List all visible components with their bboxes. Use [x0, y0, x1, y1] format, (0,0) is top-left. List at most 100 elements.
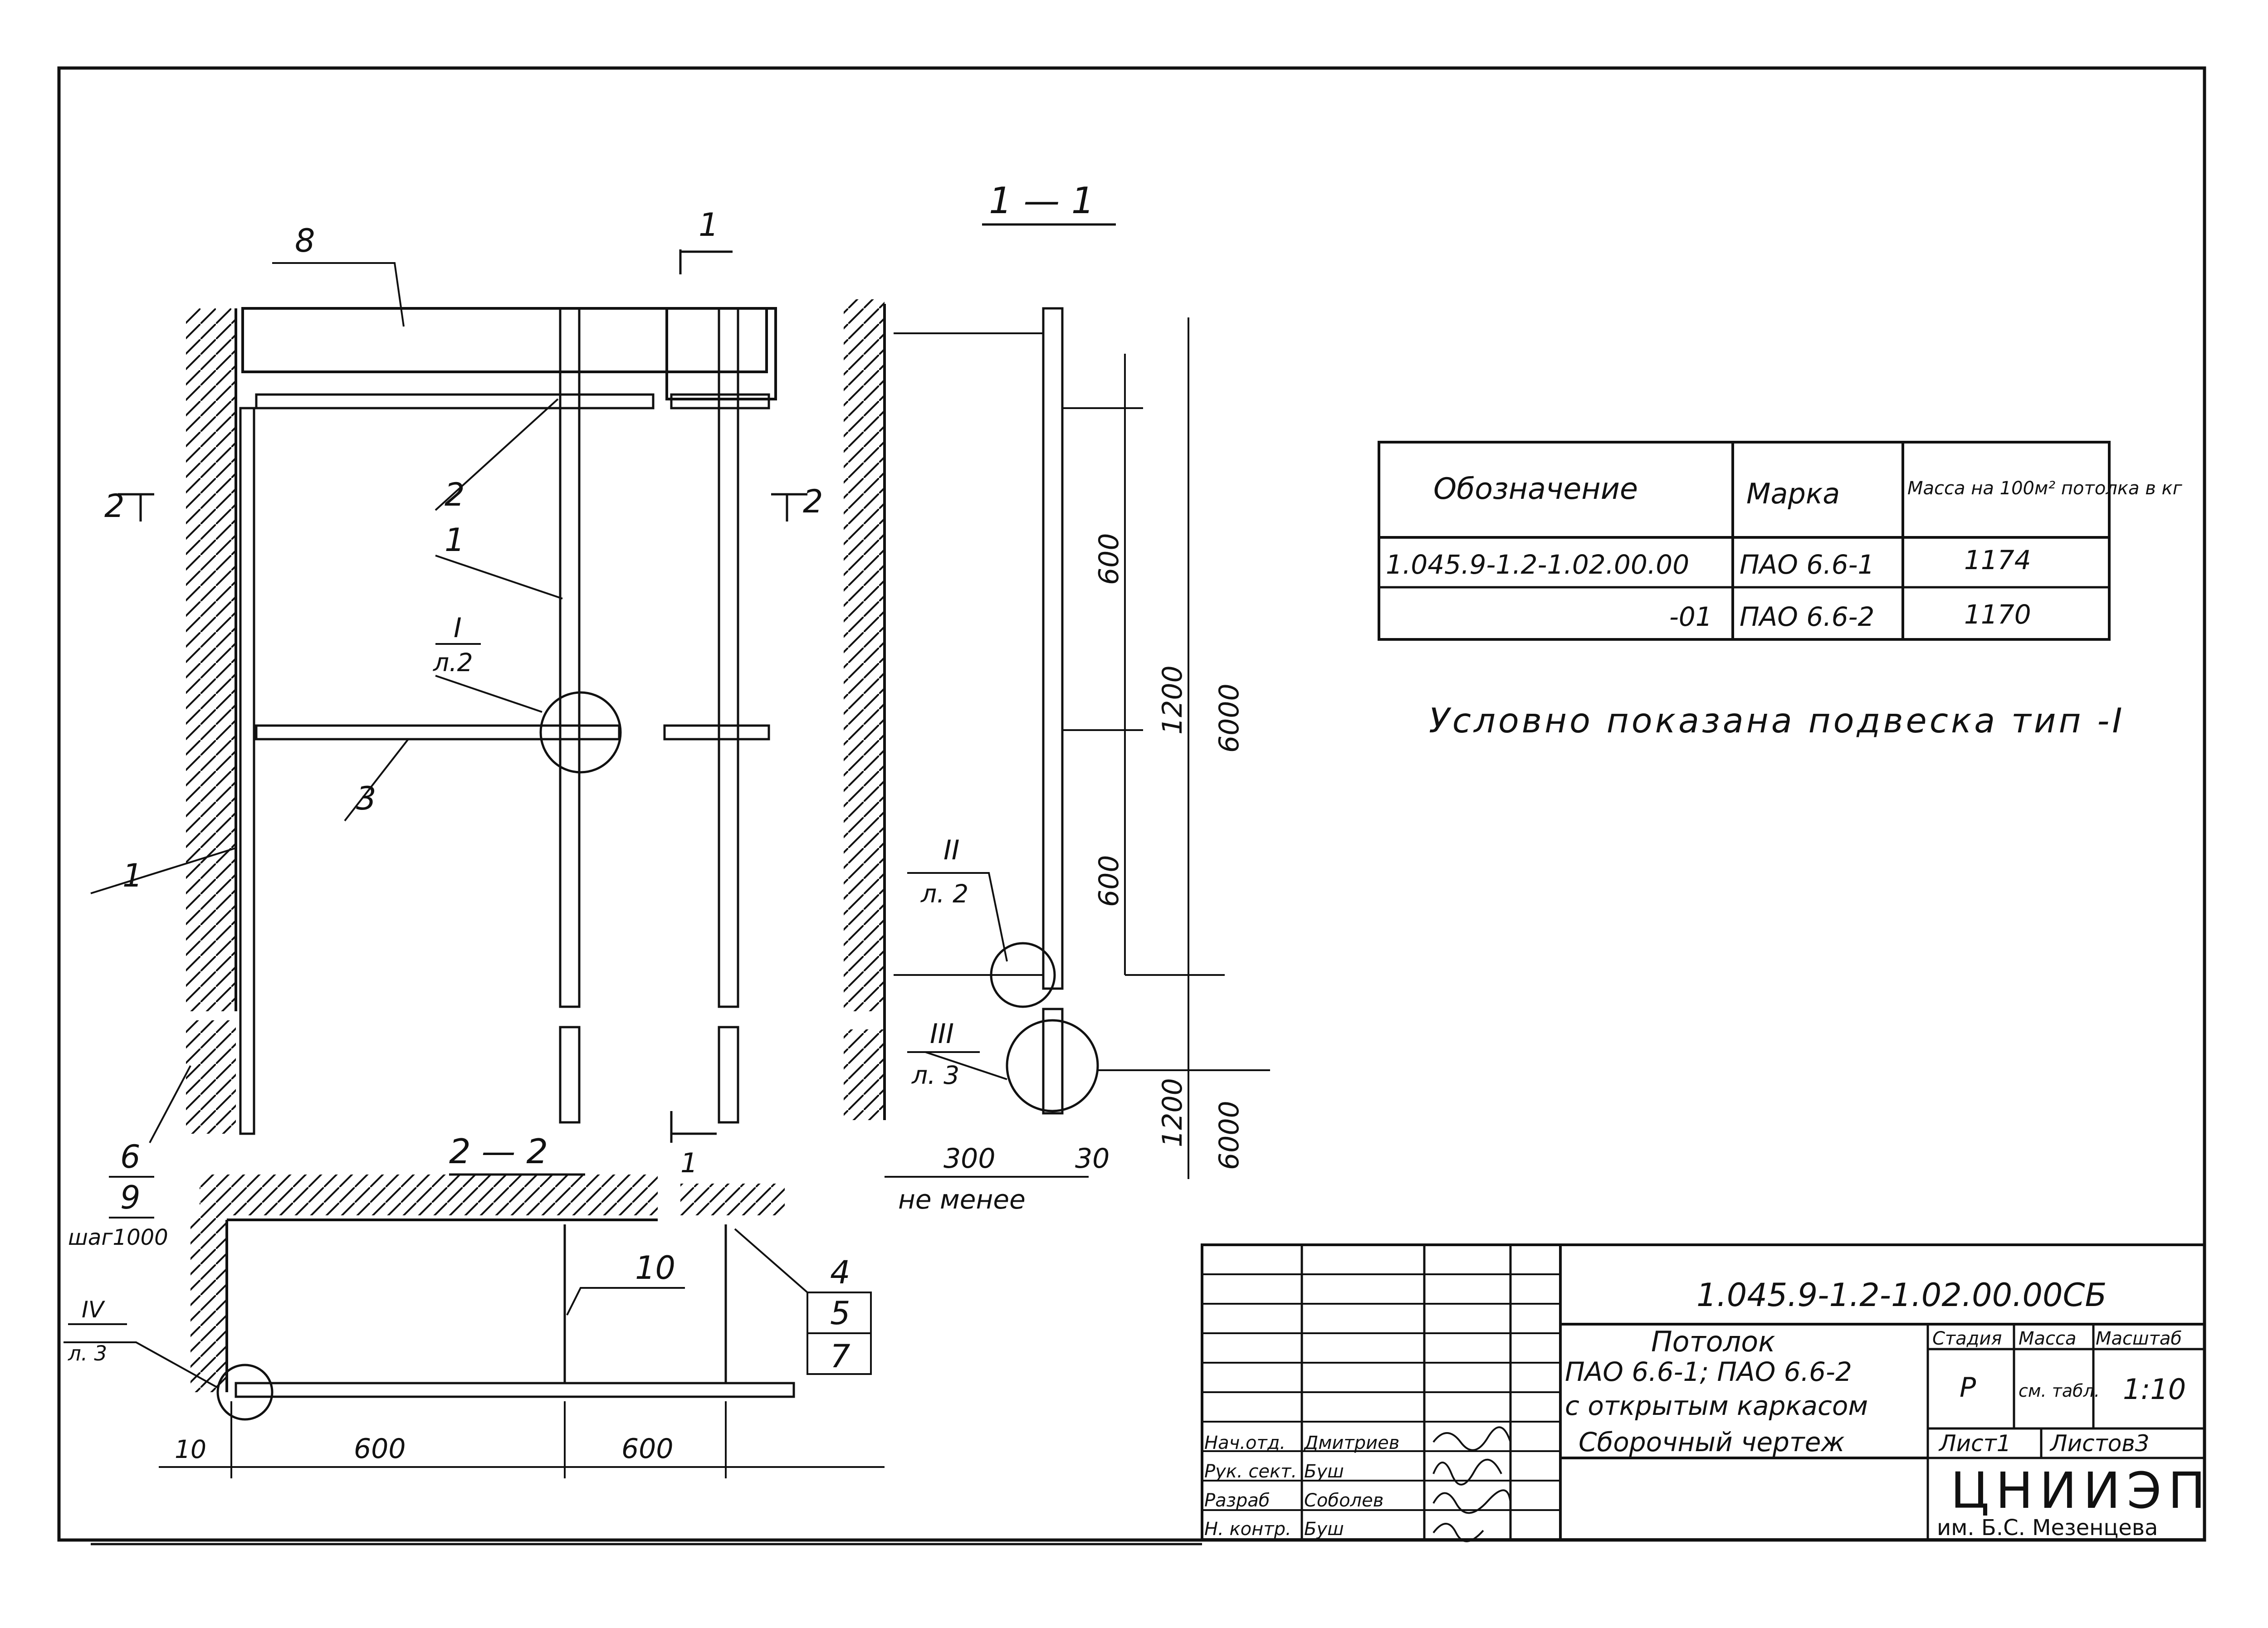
callout-9: 9	[120, 1179, 141, 1216]
detail-IV-circle	[216, 1364, 274, 1421]
spec-row-1-mark: ПАО 6.6-1	[1740, 549, 1874, 580]
staff-role-2: Рук. сект.	[1204, 1461, 1297, 1482]
spec-header-mark: Марка	[1746, 477, 1840, 510]
panel-vertical-1-1	[1042, 307, 1064, 990]
profile-3-middle-right	[663, 724, 770, 741]
callout-4: 4	[830, 1254, 850, 1291]
profile-1-a-lower	[559, 1026, 581, 1124]
panel-row-2-2	[235, 1382, 795, 1398]
staff-role-3: Разраб	[1204, 1490, 1270, 1511]
staff-role-1: Нач.отд.	[1204, 1433, 1286, 1453]
section-2-2-title: 2 — 2	[449, 1131, 548, 1171]
profile-3-middle	[255, 724, 621, 741]
wall-hatch-2-2	[191, 1215, 227, 1392]
dim-6000-b: 6000	[1213, 1101, 1245, 1170]
dim-30: 30	[1075, 1143, 1110, 1175]
detail-II-num: II	[943, 834, 959, 866]
signature-2	[1432, 1458, 1502, 1486]
wall-hatch-left	[186, 308, 236, 1011]
signature-3	[1432, 1489, 1511, 1514]
section-mark-2-left: 2	[104, 487, 125, 525]
detail-I-circle	[539, 691, 622, 774]
detail-III-num: III	[930, 1018, 954, 1050]
ceiling-slab	[241, 307, 768, 373]
dim-300: 300	[943, 1143, 996, 1175]
section-1-1-title: 1 — 1	[989, 180, 1095, 222]
spec-header-designation: Обозначение	[1433, 472, 1638, 506]
mass-value: см. табл.	[2019, 1381, 2100, 1401]
title-block: 1.045.9-1.2-1.02.00.00СБ Потолок ПАО 6.6…	[1201, 1243, 2212, 1542]
detail-III-sheet: л. 3	[911, 1061, 959, 1090]
mass-header: Масса	[2019, 1328, 2077, 1349]
section-mark-2-right: 2	[803, 483, 823, 520]
wall-hatch-left-lower	[186, 1020, 236, 1134]
slab-hatch-2-2-right	[680, 1184, 785, 1215]
org-name: ЦНИИЭП	[1950, 1462, 2212, 1520]
callout-10: 10	[635, 1249, 675, 1287]
title-line-3: с открытым каркасом	[1565, 1390, 1868, 1421]
sheet-number: Лист1	[1938, 1430, 2011, 1457]
joint-profile-1-1	[1042, 1008, 1064, 1115]
dim-600-b: 600	[621, 1433, 674, 1465]
scale-header: Масштаб	[2096, 1328, 2182, 1349]
spec-row-1-designation: 1.045.9-1.2-1.02.00.00	[1386, 549, 1689, 580]
callout-6-note: шаг1000	[68, 1225, 168, 1250]
spec-row-2-mark: ПАО 6.6-2	[1740, 601, 1874, 632]
scale-value: 1:10	[2123, 1373, 2186, 1406]
staff-role-4: Н. контр.	[1204, 1519, 1291, 1540]
callout-1-b: 1	[122, 857, 143, 894]
detail-I-sheet: л.2	[433, 648, 473, 677]
signature-1	[1432, 1426, 1511, 1451]
section-1-1: 1 — 1 II л. 2 III л. 3 600 600 1200 6000…	[844, 180, 1270, 1215]
title-line-2: ПАО 6.6-1; ПАО 6.6-2	[1565, 1356, 1852, 1387]
ceiling-slab-right	[665, 307, 777, 400]
title-line-4: Сборочный чертеж	[1579, 1427, 1845, 1457]
detail-III-circle	[1006, 1019, 1099, 1112]
section-mark-1-top: 1	[699, 206, 719, 244]
profile-1-b-lower	[718, 1026, 739, 1124]
profile-1-b	[718, 307, 739, 1008]
detail-IV-sheet: л. 3	[68, 1341, 107, 1365]
detail-II-sheet: л. 2	[920, 879, 968, 908]
dim-600-a: 600	[354, 1433, 406, 1465]
title-line-1: Потолок	[1651, 1325, 1775, 1358]
dim-1200: 1200	[1157, 665, 1188, 735]
callout-8: 8	[295, 222, 315, 259]
spec-header-mass: Масса на 100м² потолка в кг	[1907, 478, 2183, 499]
stage-header: Стадия	[1932, 1328, 2002, 1349]
dim-600-lower: 600	[1093, 855, 1125, 907]
callout-1-a: 1	[445, 522, 465, 559]
profile-2-top	[255, 393, 655, 409]
profile-1-wall	[239, 407, 255, 1135]
spec-row-2-mass: 1170	[1964, 599, 2031, 630]
section-2-2: 2 — 2 10 4 5 7 IV л. 3 10 600 600	[64, 1131, 885, 1478]
staff-name-4: Буш	[1304, 1519, 1344, 1540]
dim-600-upper: 600	[1093, 533, 1125, 585]
profile-1-a	[559, 307, 581, 1008]
org-subtitle: им. Б.С. Мезенцева	[1937, 1515, 2158, 1540]
slab-hatch-2-2	[200, 1175, 658, 1215]
sheets-total: Листов3	[2049, 1430, 2150, 1457]
signature-4	[1432, 1523, 1484, 1542]
plan-view: 8 2 1 3 1 I л.2 1 2 2 1 6 9 шаг1000	[68, 206, 823, 1250]
callout-5: 5	[830, 1295, 850, 1332]
wall-hatch-1-1	[844, 299, 885, 1011]
dim-6000: 6000	[1213, 683, 1245, 753]
staff-name-1: Дмитриев	[1303, 1433, 1399, 1453]
spec-table: Обозначение Марка Масса на 100м² потолка…	[1378, 441, 2183, 641]
wall-hatch-1-1-lower	[844, 1029, 885, 1120]
dim-300-note: не менее	[898, 1184, 1026, 1215]
stage-value: Р	[1960, 1372, 1976, 1404]
callout-6: 6	[120, 1138, 141, 1175]
staff-name-2: Буш	[1304, 1461, 1344, 1482]
callout-7: 7	[830, 1338, 850, 1375]
dim-1200-b: 1200	[1157, 1078, 1188, 1147]
spec-row-2-designation: -01	[1669, 601, 1712, 632]
callout-3: 3	[356, 780, 376, 817]
general-note: Условно показана подвеска тип -I	[1429, 701, 2125, 741]
detail-II-circle	[990, 942, 1056, 1008]
detail-I-num: I	[454, 612, 462, 644]
sheet-frame	[57, 66, 2206, 1542]
